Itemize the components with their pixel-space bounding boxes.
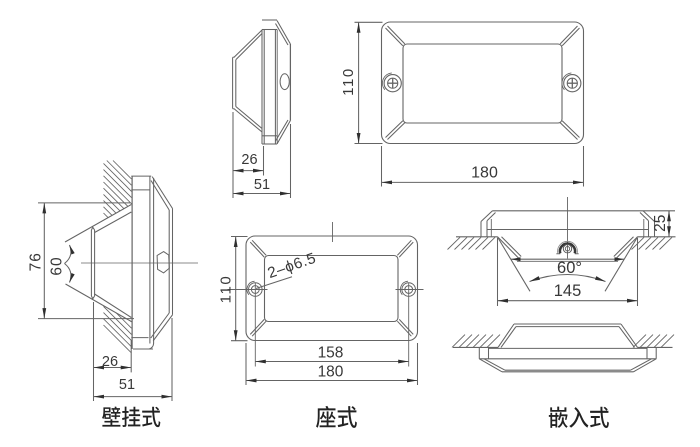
svg-text:110: 110 xyxy=(218,275,235,304)
svg-text:51: 51 xyxy=(254,177,270,193)
svg-text:60: 60 xyxy=(49,256,66,275)
svg-text:158: 158 xyxy=(318,345,344,362)
svg-text:180: 180 xyxy=(471,165,498,182)
svg-text:76: 76 xyxy=(27,252,44,271)
svg-text:26: 26 xyxy=(102,354,118,370)
svg-text:25: 25 xyxy=(652,215,669,232)
svg-text:180: 180 xyxy=(318,364,344,381)
svg-text:60°: 60° xyxy=(557,259,582,277)
svg-text:26: 26 xyxy=(241,152,257,168)
svg-text:110: 110 xyxy=(340,67,357,96)
svg-text:145: 145 xyxy=(554,282,582,300)
svg-text:51: 51 xyxy=(119,377,135,393)
